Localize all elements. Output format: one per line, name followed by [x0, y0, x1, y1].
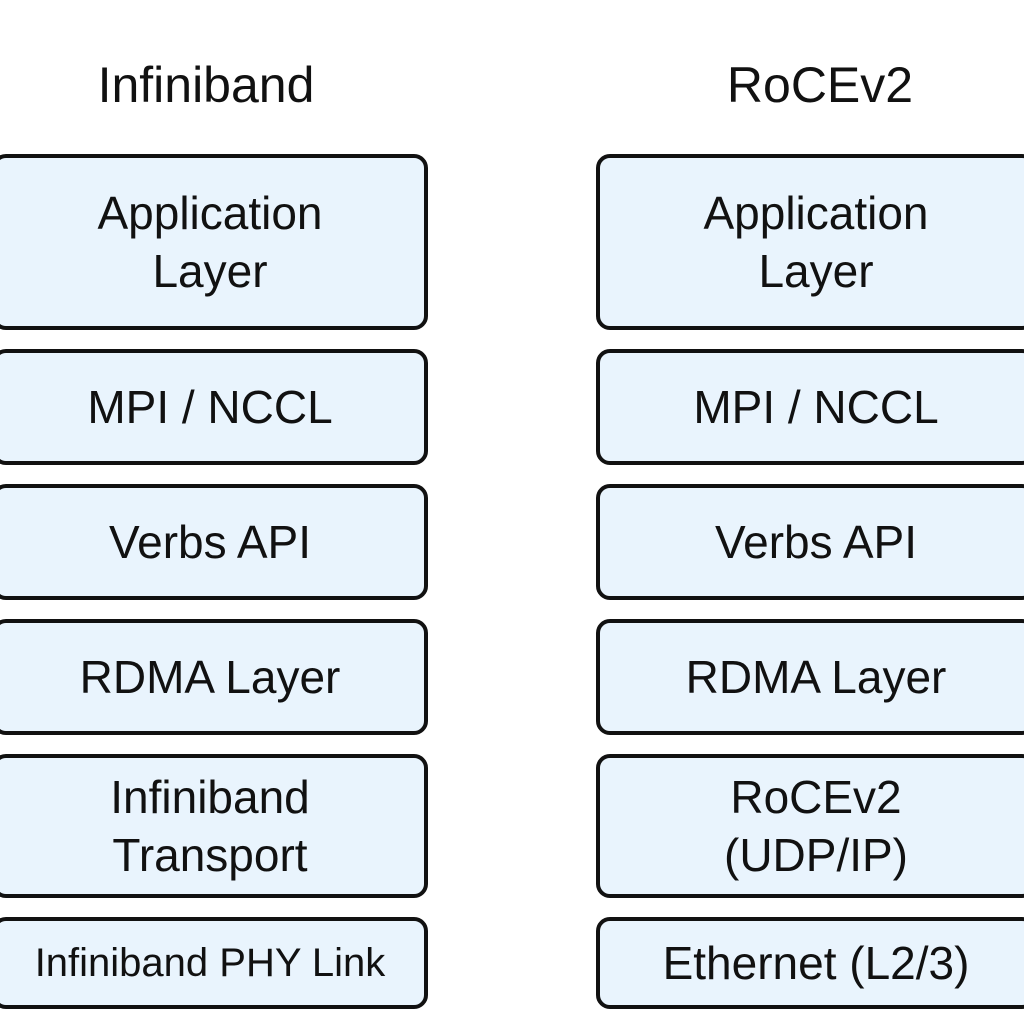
infiniband-transport-box: Infiniband Transport	[0, 754, 428, 898]
layer-label: MPI / NCCL	[693, 381, 939, 433]
infiniband-stack-title: Infiniband	[97, 57, 315, 113]
layer-label: RDMA Layer	[685, 651, 947, 703]
layer-label: Infiniband PHY Link	[34, 941, 386, 985]
layer-label: RDMA Layer	[79, 651, 341, 703]
rocev2-verbs-api-box: Verbs API	[596, 484, 1024, 600]
layer-label: Verbs API	[714, 516, 917, 568]
infiniband-mpi-nccl-box: MPI / NCCL	[0, 349, 428, 465]
rocev2-ethernet-box: Ethernet (L2/3)	[596, 917, 1024, 1009]
layer-label: Application Layer	[97, 187, 323, 297]
infiniband-phy-link-box: Infiniband PHY Link	[0, 917, 428, 1009]
layer-label: Ethernet (L2/3)	[662, 937, 970, 989]
infiniband-verbs-api-box: Verbs API	[0, 484, 428, 600]
layer-label: RoCEv2 (UDP/IP)	[724, 771, 908, 881]
layer-label: Infiniband Transport	[110, 771, 310, 881]
infiniband-application-layer-box: Application Layer	[0, 154, 428, 330]
layer-label: Verbs API	[108, 516, 311, 568]
layer-label: Application Layer	[703, 187, 929, 297]
rocev2-stack-title: RoCEv2	[726, 57, 914, 113]
infiniband-rdma-layer-box: RDMA Layer	[0, 619, 428, 735]
rocev2-application-layer-box: Application Layer	[596, 154, 1024, 330]
layer-label: MPI / NCCL	[87, 381, 333, 433]
rocev2-rdma-layer-box: RDMA Layer	[596, 619, 1024, 735]
rocev2-udp-ip-box: RoCEv2 (UDP/IP)	[596, 754, 1024, 898]
rocev2-mpi-nccl-box: MPI / NCCL	[596, 349, 1024, 465]
